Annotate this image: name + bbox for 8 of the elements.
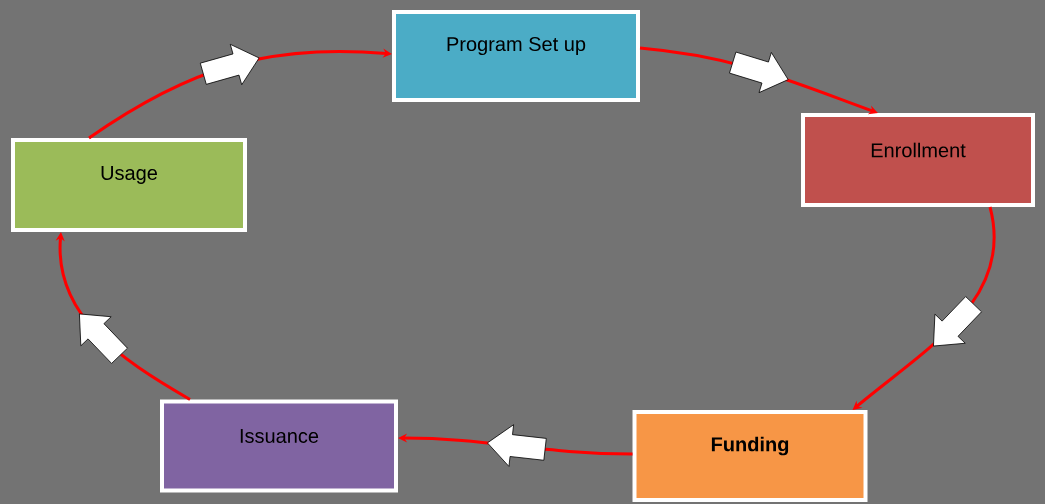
arrow xyxy=(88,43,392,140)
arrow xyxy=(398,424,633,467)
process-box: Enrollment xyxy=(801,113,1035,207)
process-box: Funding xyxy=(632,410,868,502)
process-box: Program Set up xyxy=(392,10,640,102)
process-box: Usage xyxy=(11,138,247,232)
arrow xyxy=(55,232,191,401)
process-box: Issuance xyxy=(160,399,398,493)
